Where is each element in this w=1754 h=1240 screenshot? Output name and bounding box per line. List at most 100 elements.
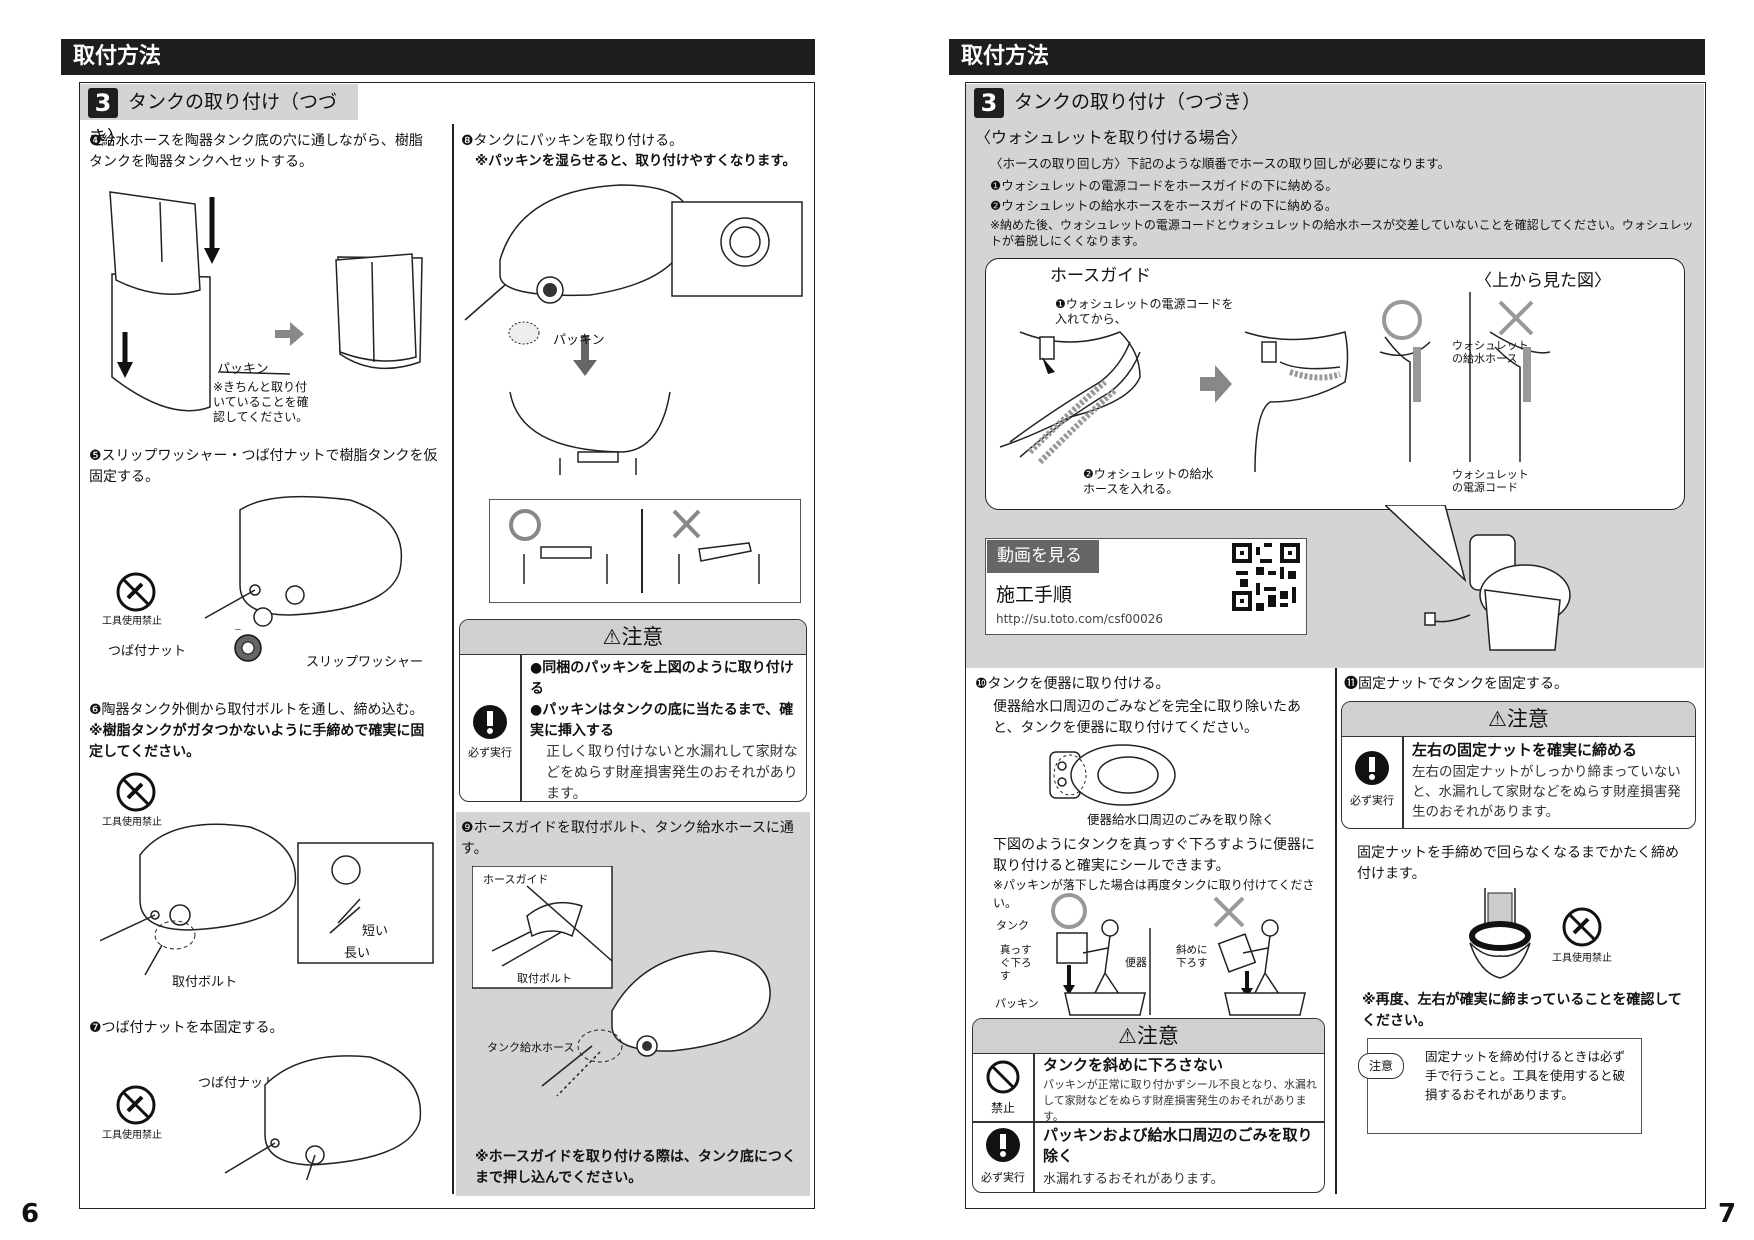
right-header: 取付方法	[949, 39, 1705, 75]
no-tool-label-1: 工具使用禁止	[102, 616, 162, 627]
packing-orientation-illustration	[489, 499, 801, 603]
qr-code-icon[interactable]	[1232, 543, 1300, 611]
routing-intro: 〈ホースの取り回し方〉下記のような順番でホースの取り回しが必要になります。	[990, 156, 1451, 171]
caution1-body: パッキンが正常に取り付かずシール不良となり、水漏れして家財などをぬらす財産損害発…	[1043, 1078, 1317, 1123]
packing-label: パッキン	[553, 333, 605, 348]
step8-illustration	[464, 184, 803, 475]
caution-row-divider	[973, 1121, 1324, 1123]
long-label: 長い	[344, 946, 371, 961]
left-page-number: 6	[21, 1199, 40, 1229]
caution-body: 正しく取り付けないと水漏れして家財などをぬらす財産損害発生のおそれがあります。	[546, 744, 798, 802]
no-tool-icon	[116, 572, 156, 612]
right-column-divider	[1335, 668, 1337, 1194]
no-tool-label-2: 工具使用禁止	[102, 817, 162, 828]
step4-packing-note: ※きちんと取り付いていることを確認してください。	[213, 380, 309, 424]
must-do-icon	[1355, 751, 1389, 785]
caution-bullet-1: ●同梱のパッキンを上図のように取り付ける	[530, 660, 794, 697]
step11-note: ※再度、左右が確実に締まっていることを確認してください。	[1362, 992, 1682, 1029]
right-section-title: 3 タンクの取り付け（つづき）	[966, 84, 1366, 120]
step6-illustration	[100, 823, 434, 976]
washlet-cord-label: ウォシュレットの電源コード	[1452, 468, 1529, 494]
right-section-number: 3	[974, 87, 1004, 118]
caution-bullet-2: ●パッキンはタンクの底に当たるまで、確実に挿入する	[530, 702, 794, 739]
caution-title: ⚠注意	[460, 620, 806, 655]
step9-note: ※ホースガイドを取り付ける際は、タンク底につくまで押し込んでください。	[475, 1149, 796, 1186]
mount-bolt-label-2: 取付ボルト	[517, 972, 572, 985]
step4-text: ❹給水ホースを陶器タンク底の穴に通しながら、樹脂タンクを陶器タンクへセットする。	[89, 133, 423, 170]
caution-title-text: 注意	[1506, 707, 1549, 731]
caution-divider	[1033, 1053, 1035, 1192]
caution3-body: 左右の固定ナットがしっかり締まっていないと、水漏れして家財などをぬらす財産損害発…	[1412, 764, 1681, 820]
caution2-head: パッキンおよび給水口周辺のごみを取り除く	[1043, 1126, 1313, 1165]
caution-sign-label: 必ず実行	[468, 746, 512, 759]
routing-step-2: ❷ウォシュレットの給水ホースをホースガイドの下に納める。	[990, 198, 1338, 213]
step10-body: 便器給水口周辺のごみなどを完全に取り除いたあと、タンクを便器に取り付けてください…	[993, 699, 1301, 736]
flange-nut-label: つば付ナット	[108, 644, 187, 659]
caution-divider	[1402, 736, 1404, 828]
power-cord-step-label: ❶ウォシュレットの電源コードを入れてから、	[1055, 297, 1234, 326]
prohibit-icon	[986, 1060, 1020, 1094]
hand-tightening-illustration	[1469, 888, 1531, 979]
step10-note: ※パッキンが落下した場合は再度タンクに取り付けてください。	[993, 878, 1315, 910]
left-section-title-text: タンクの取り付け（つづき）	[88, 91, 338, 149]
step5-text: ❺スリップワッシャー・つば付ナットで樹脂タンクを仮固定する。	[89, 448, 438, 485]
step4-illustration	[109, 191, 423, 412]
hose-guide-diagram-label: ホースガイド	[1050, 266, 1152, 286]
routing-note: ※納めた後、ウォシュレットの電源コードとウォシュレットの給水ホースが交差していな…	[990, 218, 1694, 248]
washlet-title: 〈ウォシュレットを取り付ける場合〉	[975, 128, 1247, 147]
caution3-head: 左右の固定ナットを確実に締める	[1412, 741, 1638, 759]
caution2-body: 水漏れするおそれがあります。	[1043, 1172, 1224, 1187]
mount-bolt-label: 取付ボルト	[172, 975, 238, 990]
hose-routing-diagram	[985, 258, 1685, 510]
step10-text: ❿タンクを便器に取り付ける。	[975, 676, 1170, 692]
caution-box-left: ⚠注意 必ず実行 ●同梱のパッキンを上図のように取り付ける ●パッキンはタンクの…	[459, 619, 807, 802]
step6-note: ※樹脂タンクがガタつかないように手締めで確実に固定してください。	[89, 723, 425, 760]
notice-badge: 注意	[1358, 1053, 1404, 1079]
must-do-icon	[986, 1128, 1020, 1162]
caution2-sign-label: 必ず実行	[1350, 794, 1394, 807]
caution-title-text: 注意	[1136, 1024, 1179, 1048]
video-url[interactable]: http://su.toto.com/csf00026	[996, 612, 1164, 626]
caution1-head: タンクを斜めに下ろさない	[1043, 1056, 1224, 1074]
washlet-hose-label: ウォシュレットの給水ホース	[1452, 339, 1529, 365]
no-tool-label-3: 工具使用禁止	[102, 1130, 162, 1141]
tank-hose-label: タンク給水ホース	[487, 1041, 575, 1054]
step11-text: ⓫固定ナットでタンクを固定する。	[1344, 676, 1568, 692]
step11-body: 固定ナットを手締めで回らなくなるまでかたく締め付けます。	[1357, 845, 1679, 882]
step9-text: ❾ホースガイドを取付ボルト、タンク給水ホースに通す。	[461, 820, 794, 857]
step5-illustration	[204, 495, 403, 630]
must-do-icon	[473, 705, 507, 739]
left-section-number: 3	[88, 87, 118, 118]
step7-text: ❼つば付ナットを本固定する。	[89, 1020, 284, 1036]
slip-washer-label: スリップワッシャー	[306, 655, 424, 670]
caution-divider	[520, 654, 522, 801]
step7-illustration	[224, 1055, 422, 1180]
no-tool-icon	[1562, 907, 1602, 947]
step4-packing-label: パッキン	[217, 362, 269, 377]
no-tool-label-right: 工具使用禁止	[1552, 953, 1612, 964]
warning-triangle-icon: ⚠	[1488, 707, 1507, 731]
toilet-top-illustration	[1049, 744, 1176, 806]
right-frame	[965, 82, 1706, 1209]
caution-title-step11: ⚠注意	[1342, 702, 1695, 737]
right-section-title-text: タンクの取り付け（つづき）	[1014, 91, 1262, 113]
routing-step-1: ❶ウォシュレットの電源コードをホースガイドの下に納める。	[990, 178, 1338, 193]
left-frame	[79, 82, 815, 1209]
step10-body2: 下図のようにタンクを真っすぐ下ろすように便器に取り付けると確実にシールできます。	[993, 837, 1315, 874]
notice-text: 固定ナットを締め付けるときは必ず手で行うこと。工具を使用すると破損するおそれがあ…	[1425, 1049, 1626, 1102]
video-label[interactable]: 動画を見る	[987, 540, 1099, 573]
step9-illustration	[472, 866, 771, 1097]
caution-title-step10: ⚠注意	[973, 1019, 1324, 1054]
toilet-label: 便器	[1125, 956, 1147, 969]
toilet-overview-illustration	[1385, 505, 1571, 651]
hose-routing-illustration	[999, 292, 1551, 473]
prohibit-label: 禁止	[990, 1101, 1015, 1115]
must-do-label: 必ず実行	[981, 1171, 1025, 1184]
flange-nut-label-2: つば付ナット	[198, 1076, 277, 1091]
notice-box	[1367, 1038, 1642, 1134]
left-header: 取付方法	[61, 39, 815, 75]
tank-label: タンク	[996, 919, 1029, 932]
short-label: 短い	[362, 924, 389, 939]
right-page-number: 7	[1718, 1199, 1737, 1229]
